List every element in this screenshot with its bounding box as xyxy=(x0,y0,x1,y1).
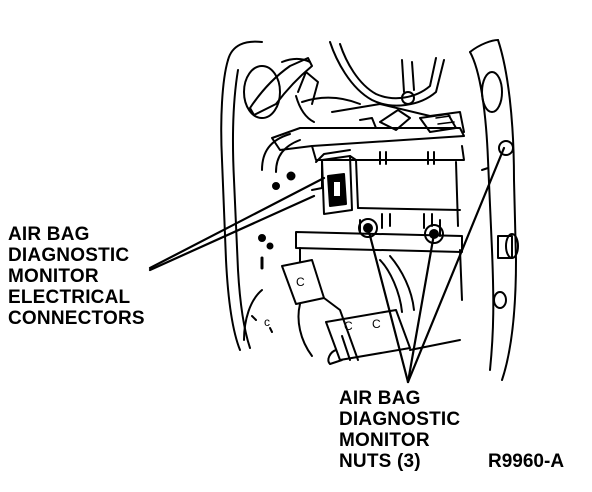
nuts-callout-label: AIR BAG DIAGNOSTIC MONITOR NUTS (3) xyxy=(339,388,460,472)
upper-bracket xyxy=(261,103,465,173)
leader-line-connector-lower xyxy=(148,194,316,272)
lower-mounting-bracket xyxy=(295,213,463,263)
callout-line: ELECTRICAL xyxy=(8,287,131,308)
callout-line: DIAGNOSTIC xyxy=(339,409,461,430)
callout-line: NUTS (3) xyxy=(339,451,421,472)
monitor-nut xyxy=(358,218,378,238)
monitor-nut xyxy=(424,224,444,244)
right-panel-hole xyxy=(493,291,507,309)
tunnel-mark: c xyxy=(264,315,270,329)
callout-line: MONITOR xyxy=(339,430,430,451)
left-panel-hole xyxy=(266,242,274,250)
tunnel-mark: C xyxy=(344,319,353,333)
tunnel-mark: C xyxy=(296,275,305,289)
callout-line: MONITOR xyxy=(8,266,99,287)
figure-reference-code: R9960-A xyxy=(488,451,565,472)
left-panel-opening xyxy=(243,65,281,119)
floor-tunnel: C C C c xyxy=(243,249,463,365)
callout-line: DIAGNOSTIC xyxy=(8,245,130,266)
right-panel-opening xyxy=(481,71,503,113)
left-console-panel xyxy=(220,40,319,351)
callout-line: AIR BAG xyxy=(339,388,421,409)
right-panel-bolt xyxy=(498,140,514,156)
leader-line-nut-1 xyxy=(366,226,410,384)
left-panel-hole xyxy=(286,171,296,181)
callout-line: AIR BAG xyxy=(8,224,90,245)
callout-line: CONNECTORS xyxy=(8,308,145,329)
leader-line-nut-2 xyxy=(406,232,436,384)
leader-line-nut-3 xyxy=(406,146,506,384)
diagnostic-monitor-module xyxy=(311,149,461,227)
tunnel-mark: C xyxy=(372,317,381,331)
right-console-panel xyxy=(469,39,519,381)
connectors-callout-label: AIR BAG DIAGNOSTIC MONITOR ELECTRICAL CO… xyxy=(8,224,145,329)
right-panel-knob xyxy=(505,233,519,259)
leader-line-connector-upper xyxy=(148,176,326,270)
left-panel-hole xyxy=(272,182,280,190)
leader-lines xyxy=(148,146,506,384)
wiring-harness xyxy=(301,41,445,107)
harness-clip xyxy=(401,91,415,105)
left-panel-hole xyxy=(258,234,266,242)
